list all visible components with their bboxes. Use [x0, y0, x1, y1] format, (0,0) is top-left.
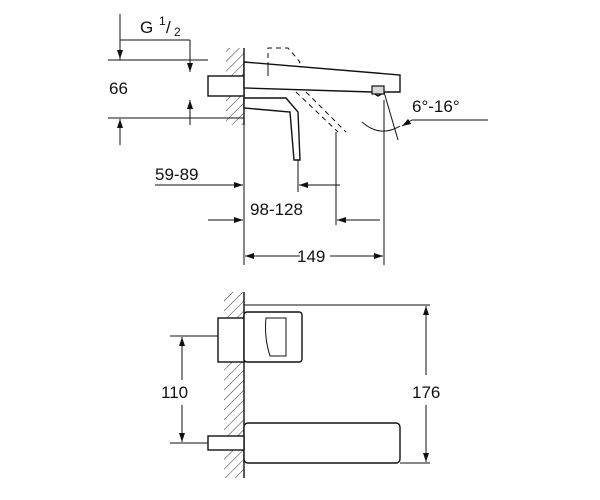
lever-handle [243, 97, 301, 161]
dim-98-128-label: 98-128 [250, 200, 303, 219]
angle-ray [383, 91, 399, 141]
spout-front [243, 422, 401, 464]
angle-arc [361, 121, 401, 132]
dim-149-label: 149 [297, 247, 325, 266]
thread-label-g: G [140, 18, 153, 37]
side-view: G 1 / 2 66 6°-16° 59-89 98-128 149 [108, 14, 488, 266]
thread-label-den: 2 [174, 25, 181, 39]
mixer-plate [217, 317, 245, 363]
thread-label-slash: / [166, 18, 171, 37]
thread-label-num: 1 [159, 14, 166, 28]
aerator [371, 85, 385, 95]
dim-59-89-label: 59-89 [155, 165, 198, 184]
dim-176-label: 176 [412, 383, 440, 402]
mixer-handle-detail [265, 317, 287, 357]
lever-alt-position [295, 91, 347, 133]
thread-pipe [207, 75, 245, 97]
angle-arrow [401, 118, 413, 127]
spout-pipe-front [207, 435, 245, 451]
dim-66-label: 66 [109, 79, 128, 98]
dim-angle-label: 6°-16° [412, 97, 460, 116]
dim-110-label: 110 [161, 383, 188, 402]
mixer-body [243, 311, 303, 363]
front-view: 110 176 [161, 292, 440, 478]
